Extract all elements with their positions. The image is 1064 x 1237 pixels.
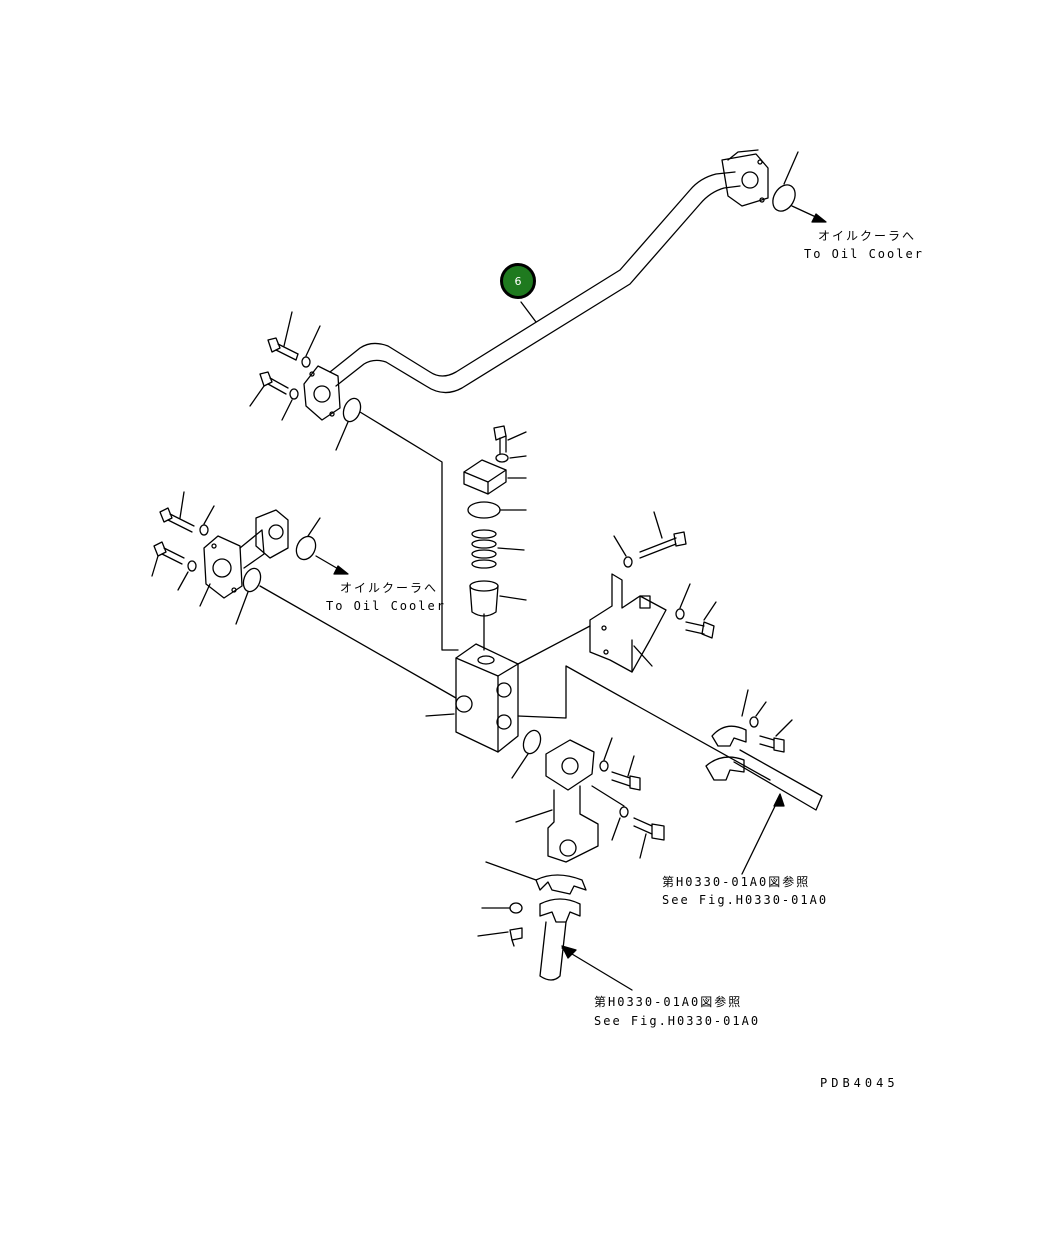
see-fig-en-bottom: See Fig.H0330-01A0 — [594, 1014, 761, 1028]
lower-hose-connection — [477, 861, 633, 991]
o-ring-top-right — [772, 184, 796, 212]
valve-stack — [463, 425, 527, 651]
top-left-bolts — [249, 311, 321, 421]
mounting-bracket — [589, 511, 717, 673]
top-oil-pipe — [303, 149, 769, 421]
part-callout-6[interactable]: 6 — [500, 263, 536, 299]
to-oil-cooler-en-mid: To Oil Cooler — [326, 599, 446, 613]
valve-block — [425, 643, 519, 753]
right-hose-connection — [705, 689, 823, 875]
drawing-code: PDB4045 — [820, 1076, 899, 1090]
lower-elbow-pipe — [515, 737, 665, 863]
to-oil-cooler-en-top: To Oil Cooler — [804, 247, 924, 261]
see-fig-jp-bottom: 第H0330-01A0図参照 — [594, 995, 743, 1009]
see-fig-en-right: See Fig.H0330-01A0 — [662, 893, 829, 907]
left-flange-assembly — [151, 491, 289, 607]
to-oil-cooler-jp-top: オイルクーラへ — [818, 229, 917, 243]
see-fig-jp-right: 第H0330-01A0図参照 — [662, 875, 811, 889]
callout-number: 6 — [514, 274, 522, 288]
to-oil-cooler-jp-mid: オイルクーラへ — [340, 581, 439, 595]
